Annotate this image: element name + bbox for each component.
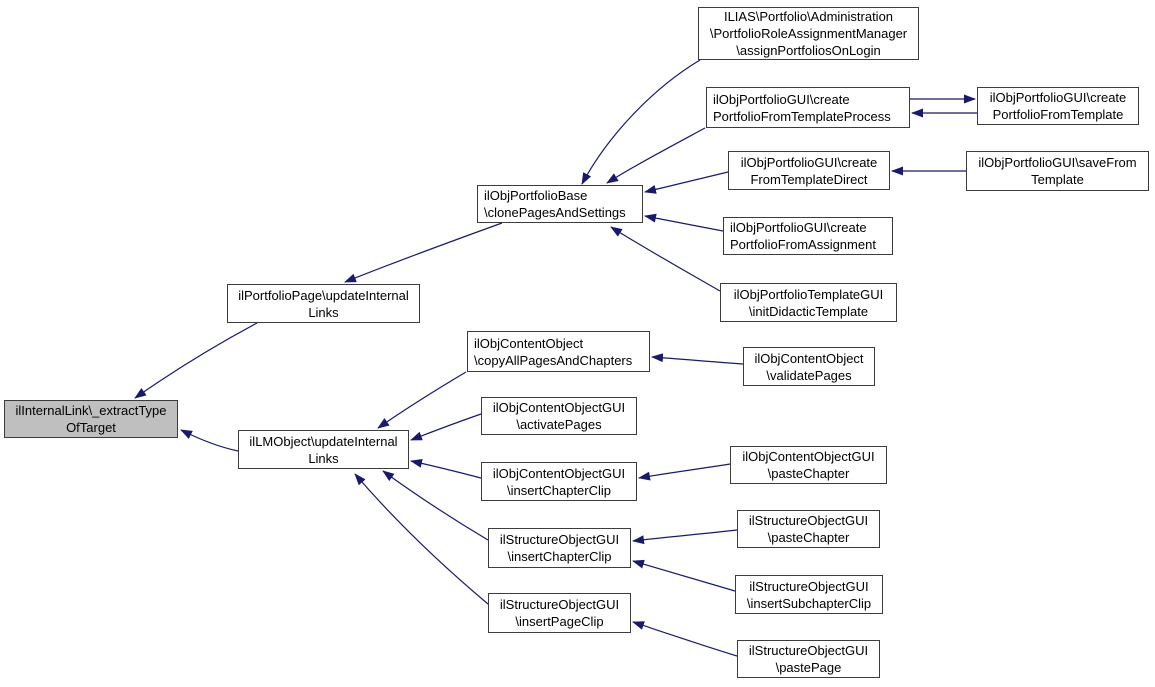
edge-validate-pages--copy-all-pages-and-chapters (651, 353, 744, 365)
node-paste-page[interactable]: ilStructureObjectGUI \pastePage (737, 640, 880, 678)
edge-insert-page-clip--lm-object-update-internal-links (354, 473, 489, 605)
edge-content-paste-chapter--content-insert-chapter-clip (638, 463, 731, 481)
edge-clone-pages-and-settings--portfolio-page-update-internal-links (344, 222, 503, 283)
node-clone-pages-and-settings[interactable]: ilObjPortfolioBase \clonePagesAndSetting… (477, 185, 643, 223)
node-extract-type-of-target: ilInternalLink\_extractType OfTarget (4, 400, 178, 438)
edge-lm-object-update-internal-links--extract-type-of-target (180, 429, 239, 452)
edge-activate-pages--lm-object-update-internal-links (410, 413, 482, 441)
edge-init-didactic-template--clone-pages-and-settings (610, 226, 721, 292)
edge-create-from-template-direct--clone-pages-and-settings (644, 171, 729, 194)
node-assign-portfolios-on-login[interactable]: ILIAS\Portfolio\Administration \Portfoli… (698, 7, 919, 60)
node-portfolio-page-update-internal-links[interactable]: ilPortfolioPage\updateInternal Links (227, 284, 420, 323)
node-copy-all-pages-and-chapters[interactable]: ilObjContentObject \copyAllPagesAndChapt… (467, 331, 650, 372)
node-create-portfolio-from-template[interactable]: ilObjPortfolioGUI\create PortfolioFromTe… (977, 87, 1139, 125)
node-insert-page-clip[interactable]: ilStructureObjectGUI \insertPageClip (488, 593, 631, 633)
node-lm-object-update-internal-links[interactable]: ilLMObject\updateInternal Links (238, 430, 409, 469)
edge-create-portfolio-from-template-process--clone-pages-and-settings (606, 127, 706, 184)
edge-copy-all-pages-and-chapters--lm-object-update-internal-links (377, 371, 467, 429)
node-create-from-template-direct[interactable]: ilObjPortfolioGUI\create FromTemplateDir… (728, 151, 890, 190)
edge-create-portfolio-from-assignment--clone-pages-and-settings (644, 213, 724, 232)
node-activate-pages[interactable]: ilObjContentObjectGUI \activatePages (481, 397, 637, 435)
edge-assign-portfolios-on-login--clone-pages-and-settings (581, 59, 701, 185)
node-create-portfolio-from-assignment[interactable]: ilObjPortfolioGUI\create PortfolioFromAs… (723, 217, 893, 255)
edge-structure-insert-chapter-clip--lm-object-update-internal-links (382, 470, 489, 541)
node-content-paste-chapter[interactable]: ilObjContentObjectGUI \pasteChapter (730, 446, 887, 484)
node-content-insert-chapter-clip[interactable]: ilObjContentObjectGUI \insertChapterClip (481, 462, 637, 501)
edge-portfolio-page-update-internal-links--extract-type-of-target (134, 322, 258, 399)
edge-paste-page--insert-page-clip (632, 621, 738, 657)
node-validate-pages[interactable]: ilObjContentObject \validatePages (743, 347, 875, 386)
node-create-portfolio-from-template-process[interactable]: ilObjPortfolioGUI\create PortfolioFromTe… (706, 87, 910, 128)
node-save-from-template[interactable]: ilObjPortfolioGUI\saveFrom Template (966, 151, 1149, 191)
edge-content-insert-chapter-clip--lm-object-update-internal-links (410, 458, 482, 479)
node-structure-insert-chapter-clip[interactable]: ilStructureObjectGUI \insertChapterClip (488, 528, 631, 568)
edge-structure-paste-chapter--structure-insert-chapter-clip (632, 529, 738, 545)
node-init-didactic-template[interactable]: ilObjPortfolioTemplateGUI \initDidacticT… (720, 283, 897, 322)
node-structure-paste-chapter[interactable]: ilStructureObjectGUI \pasteChapter (737, 510, 880, 548)
node-insert-subchapter-clip[interactable]: ilStructureObjectGUI \insertSubchapterCl… (735, 575, 883, 614)
edge-insert-subchapter-clip--structure-insert-chapter-clip (632, 559, 736, 592)
